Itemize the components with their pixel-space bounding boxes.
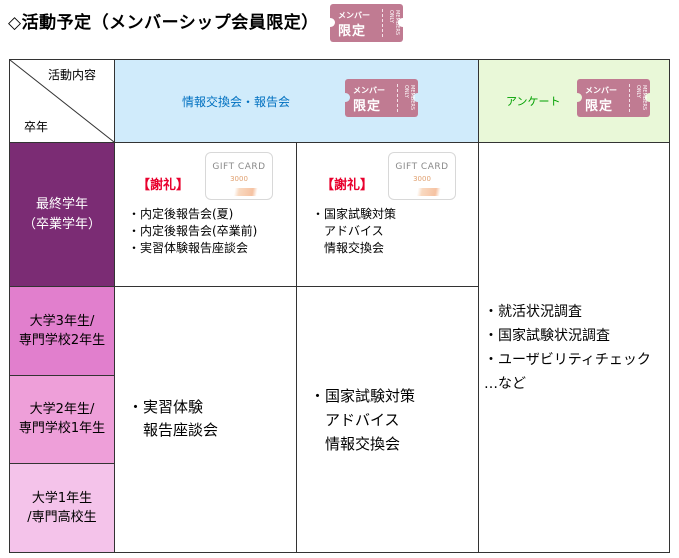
row-year2-label: 大学2年生/ 専門学校1年生 (18, 402, 106, 436)
table-divider (478, 59, 479, 553)
header-col1-label: 情報交換会・報告会 (182, 95, 291, 109)
row-year2 (9, 375, 115, 463)
thanks-label: 【謝礼】 (321, 178, 374, 193)
page-title: ◇活動予定（メンバーシップ会員限定） (8, 13, 319, 33)
cell-a-list: ・内定後報告会(夏) ・内定後報告会(卒業前) ・実習体験報告座談会 (128, 206, 257, 257)
list-item: ・就活状況調査 (484, 304, 582, 320)
table-divider (9, 142, 669, 143)
table-divider (296, 142, 297, 553)
list-item: ・国家試験状況調査 (484, 328, 610, 344)
members-only-badge: メンバー 限定 MEMBERS ONLY (326, 4, 407, 42)
table-border-bottom (9, 552, 669, 553)
list-item: アドバイス (310, 411, 400, 429)
row-final-year-label: 最終学年 （卒業学年） (22, 197, 101, 232)
gift-card-icon: GIFT CARD 3000 (205, 152, 273, 200)
members-only-badge: メンバー 限定 MEMBERS ONLY (341, 79, 422, 117)
list-item: …など (484, 376, 526, 392)
header-col1 (115, 60, 478, 142)
table-divider (9, 375, 115, 376)
table-border-right (669, 59, 670, 553)
list-item: ・国家試験対策 (310, 387, 416, 405)
corner-top-label: 活動内容 (48, 68, 97, 82)
corner-diagonal (10, 60, 114, 142)
list-item: ・内定後報告会(卒業前) (128, 224, 258, 238)
row-year3 (9, 286, 115, 375)
row-year1 (9, 463, 115, 552)
table-border-left (9, 59, 10, 553)
corner-bottom-label: 卒年 (24, 120, 49, 134)
table-divider (9, 463, 115, 464)
list-item: ・実習体験 (128, 398, 204, 416)
list-item: 報告座談会 (128, 421, 219, 439)
gift-card-icon: GIFT CARD 3000 (388, 152, 456, 200)
row-year1-label: 大学1年生 /専門高校生 (27, 491, 97, 525)
badge-main-text: 限定 (338, 24, 367, 39)
list-item: ・内定後報告会(夏) (128, 207, 234, 221)
badge-top-text: メンバー (338, 11, 370, 20)
list-item: ・実習体験報告座談会 (128, 241, 249, 255)
table-divider (9, 286, 479, 287)
cell-c-list: ・実習体験 報告座談会 (128, 396, 218, 442)
header-col2-label: アンケート (506, 95, 561, 108)
table-border-top (9, 59, 669, 60)
cell-b-list: ・国家試験対策 アドバイス 情報交換会 (312, 206, 396, 257)
row-year3-label: 大学3年生/ 専門学校2年生 (18, 314, 106, 348)
cell-e-list: ・就活状況調査 ・国家試験状況調査 ・ユーザビリティチェック …など (484, 300, 651, 396)
table-divider (114, 59, 115, 553)
badge-side-text: MEMBERS ONLY (388, 10, 400, 36)
list-item: アドバイス (312, 224, 384, 238)
list-item: 情報交換会 (312, 241, 385, 255)
list-item: ・ユーザビリティチェック (484, 352, 651, 368)
list-item: ・国家試験対策 (312, 207, 397, 221)
row-final-year (9, 142, 115, 286)
cell-d-list: ・国家試験対策 アドバイス 情報交換会 (310, 384, 415, 456)
list-item: 情報交換会 (310, 435, 401, 453)
thanks-label: 【謝礼】 (137, 178, 190, 193)
members-only-badge: メンバー 限定 MEMBERS ONLY (573, 79, 654, 117)
